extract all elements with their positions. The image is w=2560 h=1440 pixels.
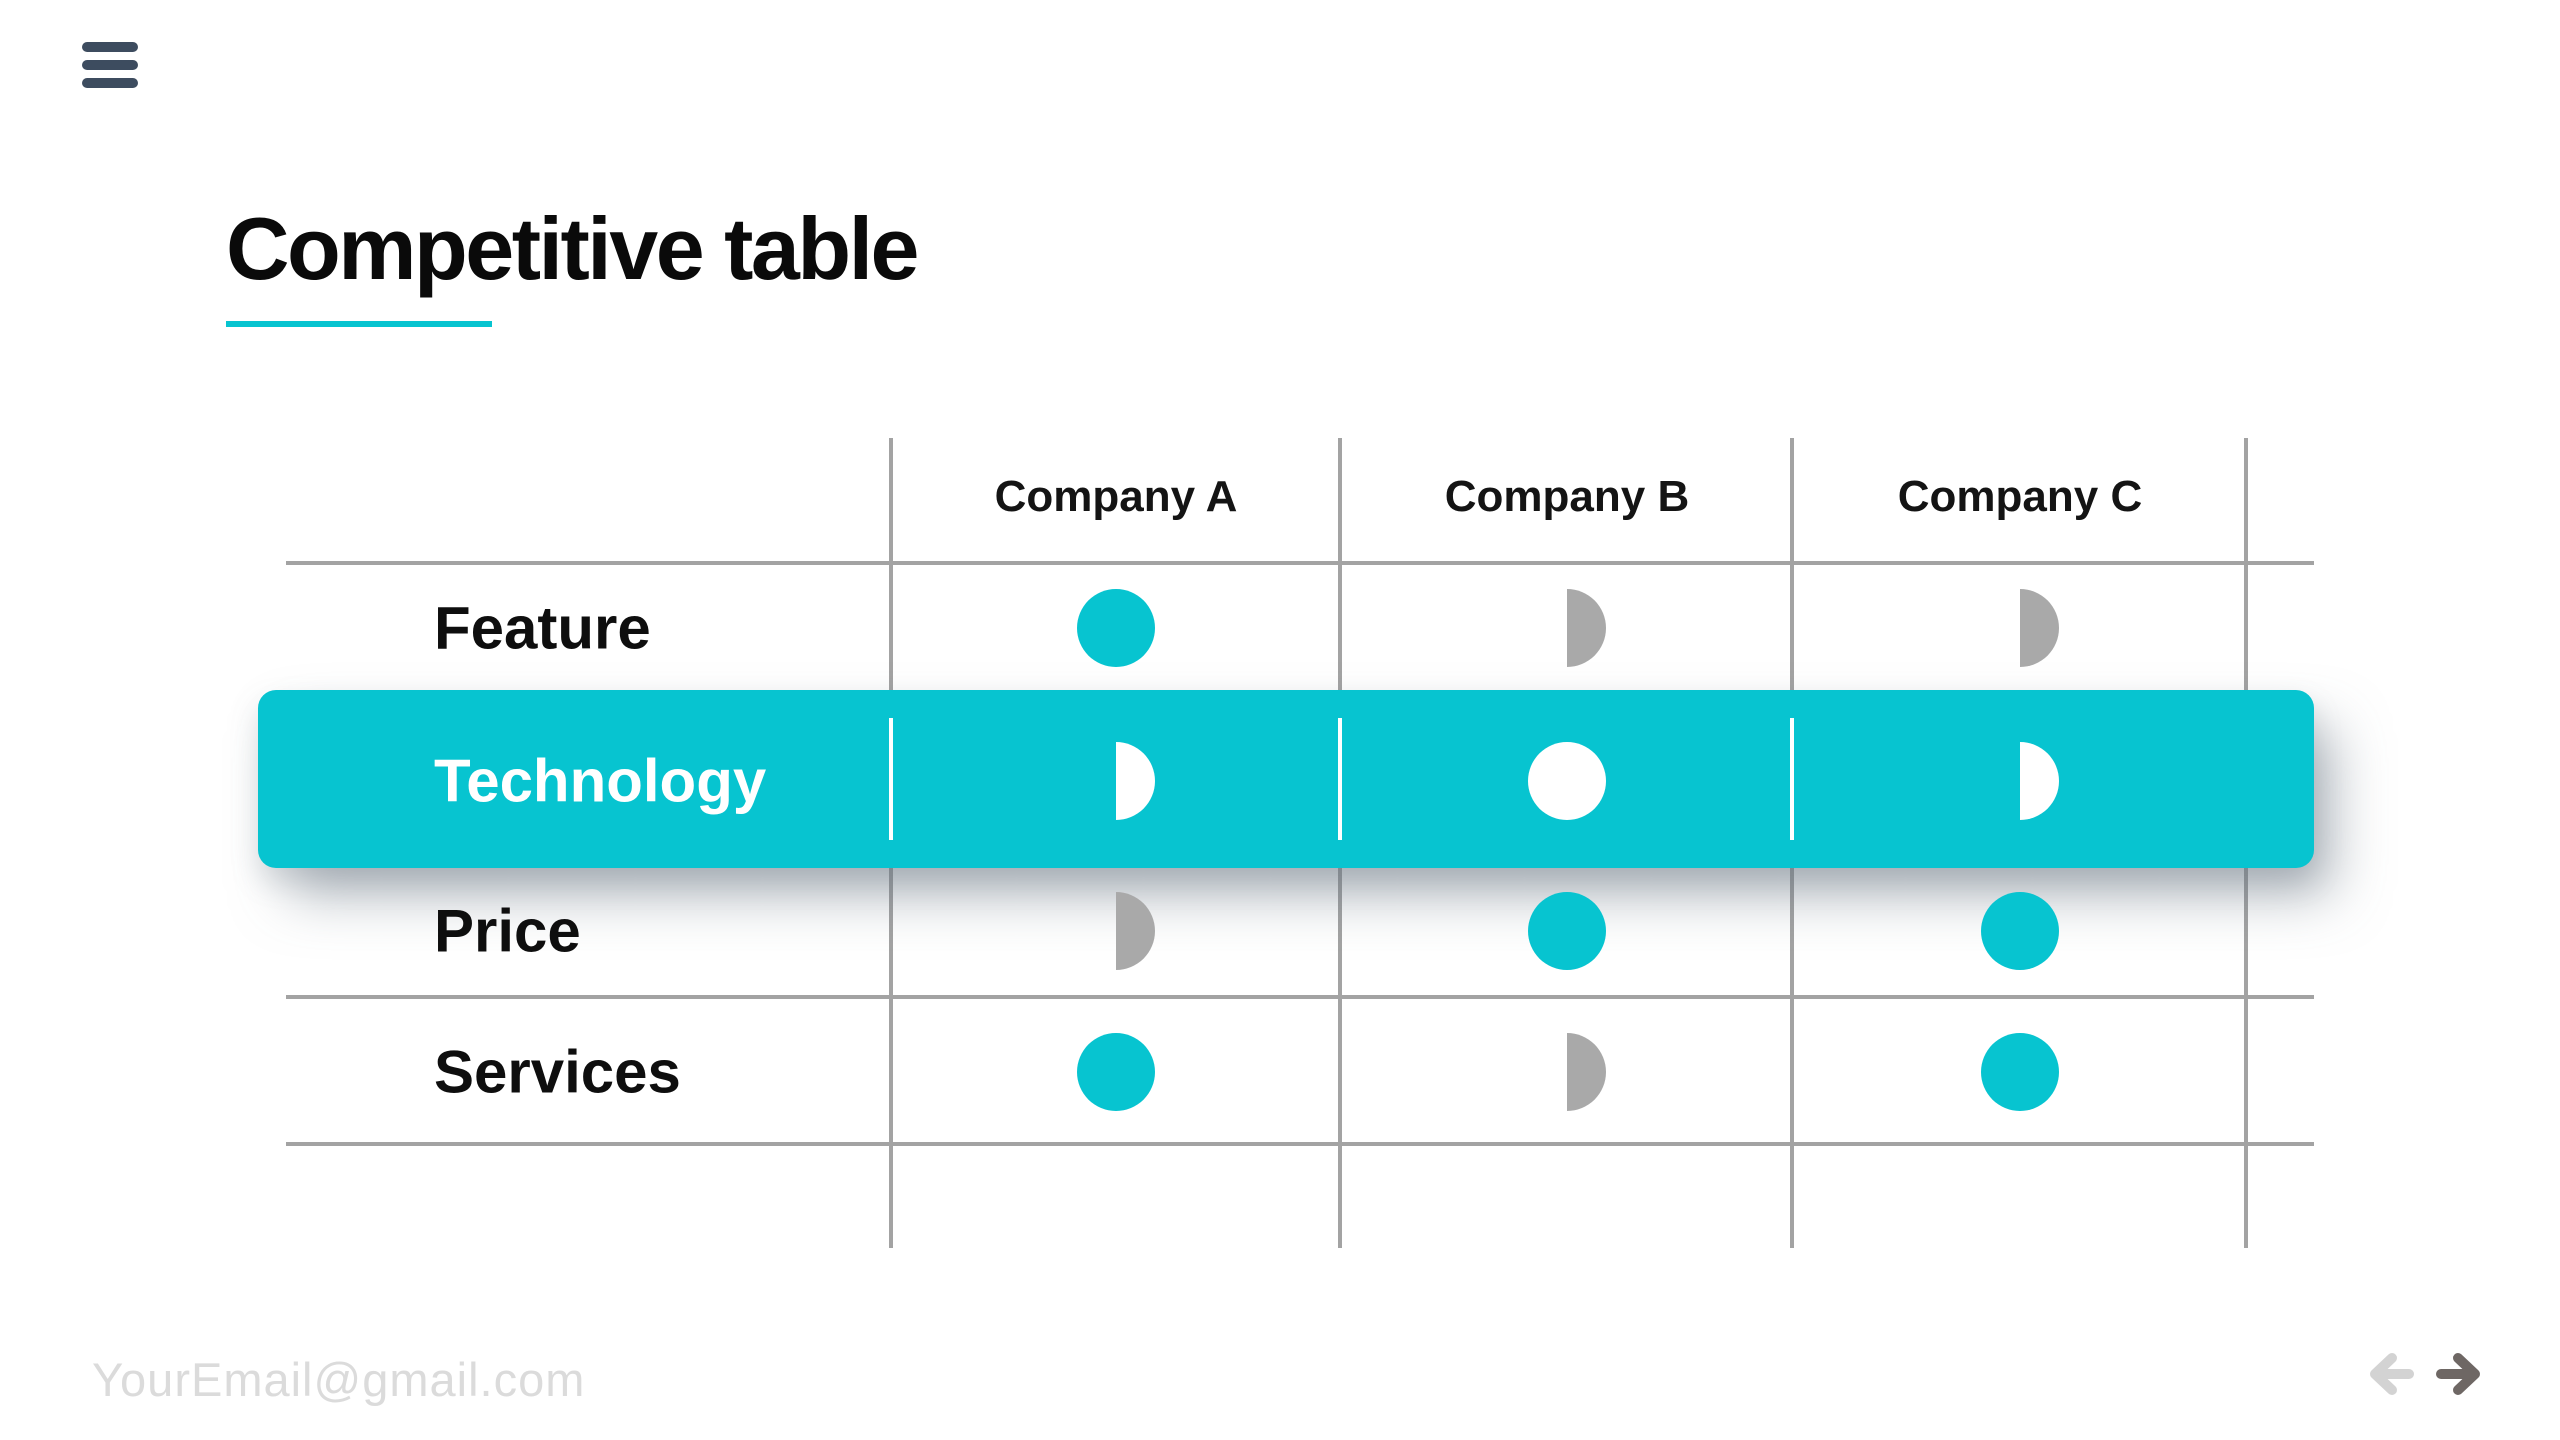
page-title: Competitive table bbox=[226, 199, 919, 298]
hamburger-icon bbox=[82, 78, 138, 88]
highlight-band bbox=[258, 690, 2314, 868]
footer-email: YourEmail@gmail.com bbox=[92, 1353, 586, 1406]
rating-cell bbox=[1528, 1033, 1606, 1111]
rating-cell bbox=[1077, 1033, 1155, 1111]
column-header-company-b: Company B bbox=[1444, 472, 1690, 521]
column-header-company-c: Company C bbox=[1897, 472, 2143, 521]
menu-button[interactable] bbox=[82, 42, 138, 88]
rating-cell bbox=[1528, 892, 1606, 970]
band-column-separator bbox=[889, 718, 893, 840]
band-column-separator bbox=[1338, 718, 1342, 840]
table-gridline-horizontal bbox=[286, 561, 2314, 565]
rating-cell bbox=[1981, 742, 2059, 820]
table-gridline-horizontal bbox=[286, 1142, 2314, 1146]
band-column-separator bbox=[1790, 718, 1794, 840]
rating-cell bbox=[1528, 589, 1606, 667]
row-label-price: Price bbox=[434, 897, 581, 965]
previous-slide-button[interactable] bbox=[2366, 1348, 2414, 1400]
row-label-technology: Technology bbox=[434, 747, 767, 815]
arrow-left-icon bbox=[2370, 1353, 2414, 1395]
next-slide-button[interactable] bbox=[2436, 1348, 2484, 1400]
rating-cell bbox=[1981, 1033, 2059, 1111]
table-gridline-horizontal bbox=[286, 995, 2314, 999]
row-label-feature: Feature bbox=[434, 594, 651, 662]
rating-cell bbox=[1981, 589, 2059, 667]
rating-cell bbox=[1981, 892, 2059, 970]
title-accent-underline bbox=[226, 321, 492, 327]
row-label-services: Services bbox=[434, 1038, 681, 1106]
rating-cell bbox=[1077, 589, 1155, 667]
arrow-right-icon bbox=[2436, 1353, 2480, 1395]
rating-cell bbox=[1077, 892, 1155, 970]
column-header-company-a: Company A bbox=[994, 472, 1238, 521]
slide-navigation bbox=[2366, 1348, 2484, 1400]
rating-cell bbox=[1528, 742, 1606, 820]
rating-cell bbox=[1077, 742, 1155, 820]
hamburger-icon bbox=[82, 42, 138, 52]
hamburger-icon bbox=[82, 60, 138, 70]
